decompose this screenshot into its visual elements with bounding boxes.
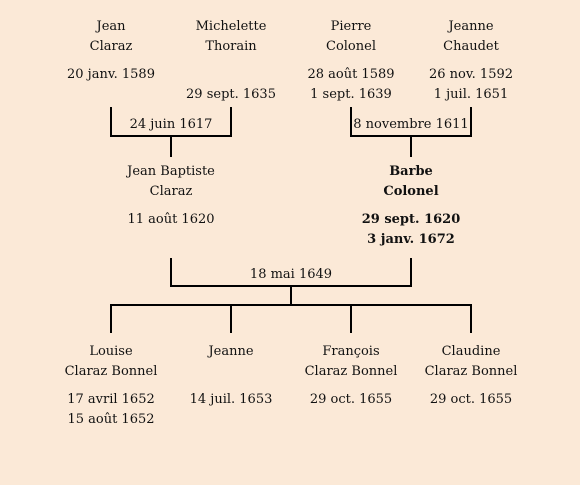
parent-1-birth: 29 sept. 1620 — [361, 212, 461, 227]
child-3-first-name: Claudine — [441, 344, 501, 359]
parent-0-last-name: Claraz — [149, 184, 193, 199]
grandparent-2-last-name: Colonel — [326, 39, 376, 54]
child-0-last-name: Claraz Bonnel — [64, 364, 158, 379]
child-2-last-name: Claraz Bonnel — [304, 364, 398, 379]
marriage-date-parents: 18 mai 1649 — [249, 267, 333, 282]
child-0-birth: 17 avril 1652 — [67, 392, 155, 407]
child-1-first-name: Jeanne — [208, 344, 254, 359]
child-3-last-name: Claraz Bonnel — [424, 364, 518, 379]
grandparent-1-last-name: Thorain — [205, 39, 257, 54]
grandparent-3-death: 1 juil. 1651 — [433, 87, 509, 102]
grandparent-0-last-name: Claraz — [89, 39, 133, 54]
parent-1-death: 3 janv. 1672 — [367, 232, 455, 247]
grandparent-2-birth: 28 août 1589 — [307, 67, 395, 82]
child-3-birth: 29 oct. 1655 — [429, 392, 513, 407]
marriage-date-0: 24 juin 1617 — [129, 117, 213, 132]
child-0-first-name: Louise — [89, 344, 133, 359]
grandparent-2-first-name: Pierre — [330, 19, 372, 34]
child-2-first-name: François — [322, 344, 380, 359]
grandparent-3-last-name: Chaudet — [443, 39, 499, 54]
grandparent-3-first-name: Jeanne — [448, 19, 494, 34]
parent-0-first-name: Jean Baptiste — [127, 164, 215, 179]
grandparent-2-death: 1 sept. 1639 — [310, 87, 392, 102]
grandparent-1-death: 29 sept. 1635 — [186, 87, 276, 102]
parent-0-birth: 11 août 1620 — [127, 212, 215, 227]
parent-1-last-name: Colonel — [383, 184, 439, 199]
grandparent-3-birth: 26 nov. 1592 — [428, 67, 514, 82]
grandparent-0-first-name: Jean — [96, 19, 126, 34]
parent-1-first-name: Barbe — [389, 164, 433, 179]
grandparent-1-first-name: Michelette — [195, 19, 267, 34]
child-2-birth: 29 oct. 1655 — [309, 392, 393, 407]
child-0-death: 15 août 1652 — [67, 412, 155, 427]
grandparent-0-birth: 20 janv. 1589 — [67, 67, 155, 82]
marriage-date-1: 8 novembre 1611 — [353, 117, 469, 132]
child-1-birth: 14 juil. 1653 — [189, 392, 273, 407]
